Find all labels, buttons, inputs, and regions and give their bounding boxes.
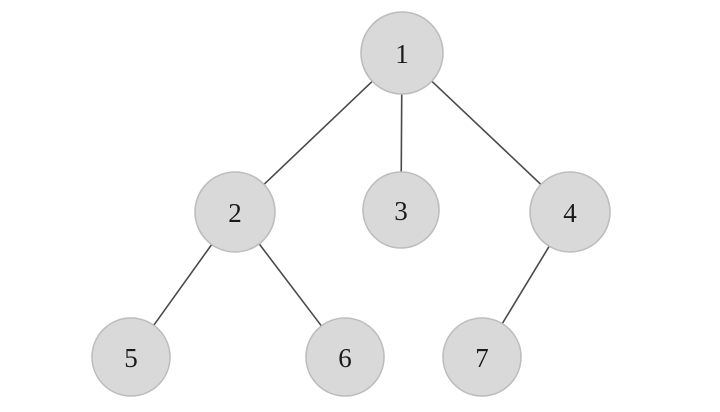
tree-node-5[interactable]: 5	[91, 317, 171, 397]
node-label-7: 7	[475, 343, 489, 373]
tree-node-3[interactable]: 3	[362, 171, 440, 249]
node-circle-1[interactable]	[360, 11, 444, 95]
tree-edge-4-7	[501, 245, 551, 325]
node-label-1: 1	[395, 39, 409, 69]
tree-edge-1-4	[430, 80, 542, 186]
tree-node-1[interactable]: 1	[360, 11, 444, 95]
node-circle-4[interactable]	[529, 171, 611, 253]
node-circle-7[interactable]	[442, 317, 522, 397]
node-label-4: 4	[563, 198, 577, 228]
node-label-6: 6	[338, 343, 352, 373]
node-circle-2[interactable]	[194, 171, 276, 253]
nodes-group: 1 2 3 4 5 6 7	[91, 11, 611, 397]
tree-node-6[interactable]: 6	[305, 317, 385, 397]
tree-node-2[interactable]: 2	[194, 171, 276, 253]
tree-edge-1-2	[263, 80, 374, 186]
node-circle-6[interactable]	[305, 317, 385, 397]
edges-group	[152, 80, 551, 327]
node-circle-5[interactable]	[91, 317, 171, 397]
node-circle-3[interactable]	[362, 171, 440, 249]
tree-node-7[interactable]: 7	[442, 317, 522, 397]
node-label-2: 2	[228, 198, 242, 228]
tree-node-4[interactable]: 4	[529, 171, 611, 253]
tree-edge-2-5	[152, 243, 213, 327]
node-label-3: 3	[394, 196, 408, 226]
tree-edge-2-6	[258, 243, 323, 327]
node-label-5: 5	[124, 343, 138, 373]
